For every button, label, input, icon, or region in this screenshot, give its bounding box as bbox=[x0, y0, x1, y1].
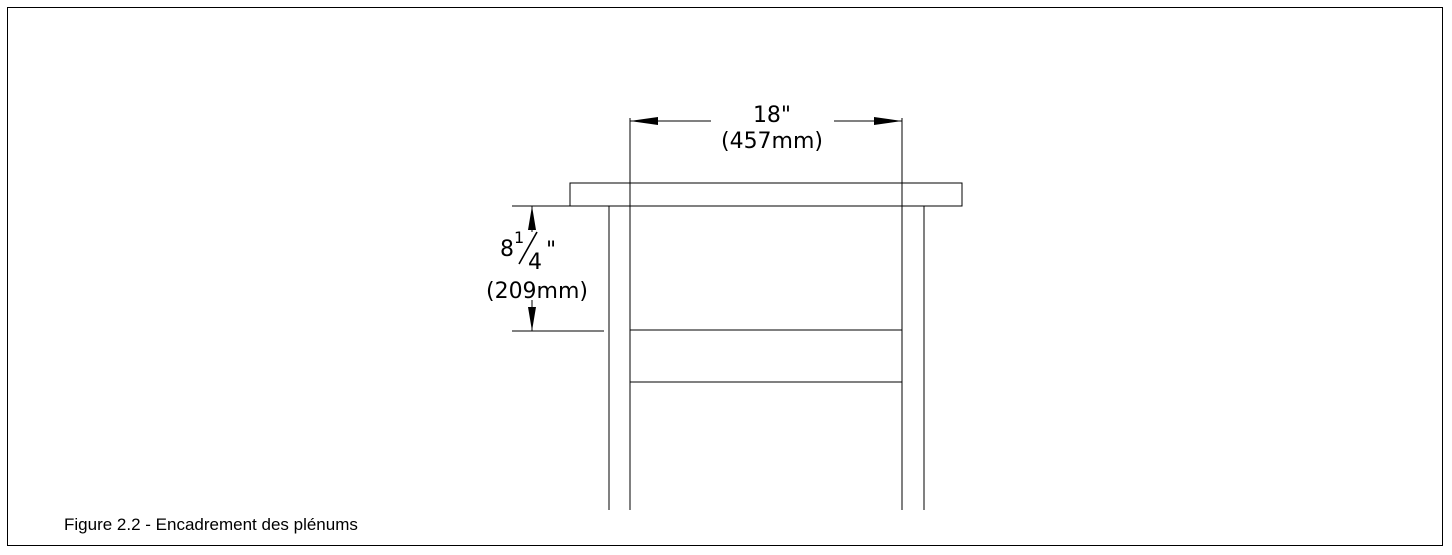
height-dimension-whole: 8 bbox=[500, 237, 514, 262]
top-plate bbox=[569, 182, 963, 207]
figure-frame bbox=[7, 7, 1443, 546]
height-dimension-inch-mark: " bbox=[546, 238, 556, 263]
width-arrow-right bbox=[874, 117, 902, 125]
height-arrow-top bbox=[528, 206, 536, 230]
width-dimension-imperial: 18" bbox=[753, 103, 791, 128]
height-dimension-denominator: 4 bbox=[528, 250, 542, 275]
width-arrow-left bbox=[630, 117, 658, 125]
height-dimension-metric: (209mm) bbox=[486, 279, 588, 304]
figure-caption: Figure 2.2 - Encadrement des plénums bbox=[64, 515, 358, 534]
width-dimension-metric: (457mm) bbox=[721, 129, 823, 154]
height-arrow-bottom bbox=[528, 307, 536, 331]
height-dimension-numerator: 1 bbox=[514, 228, 524, 247]
height-dimension-fraction-slash bbox=[518, 231, 538, 265]
